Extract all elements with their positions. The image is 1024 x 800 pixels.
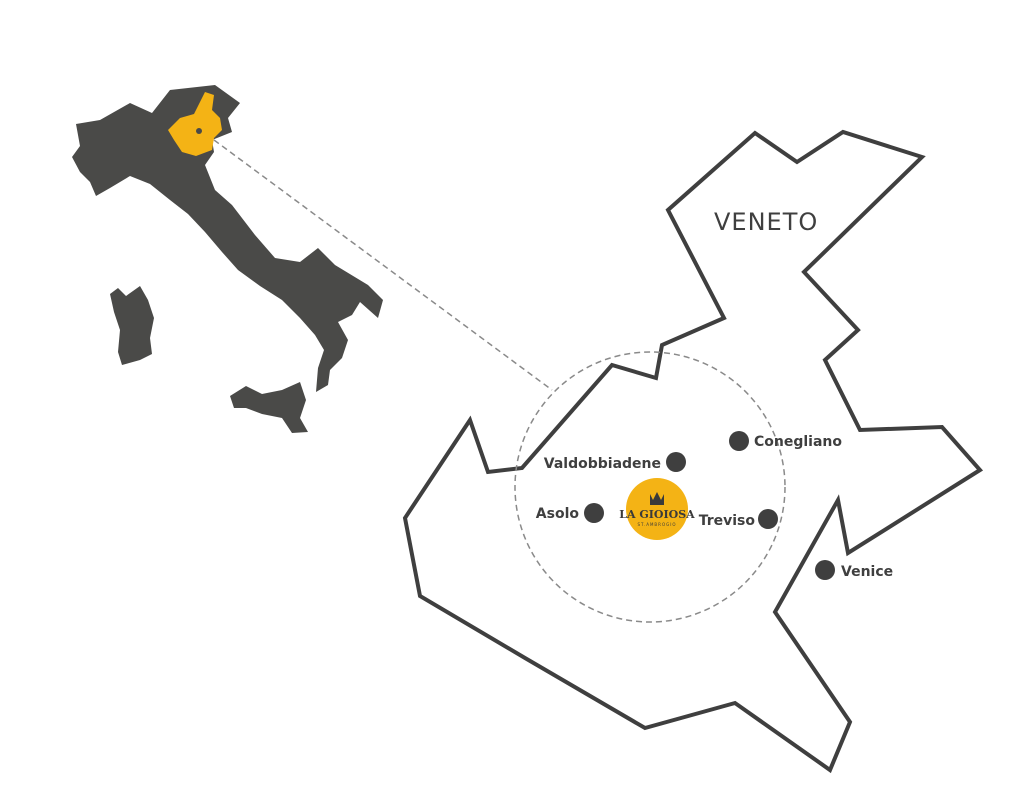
city-marker-venice: Venice: [815, 560, 893, 580]
veneto-outline: [402, 129, 984, 774]
city-label-venice: Venice: [841, 564, 893, 580]
logo-circle: [626, 478, 688, 540]
italy-map: [72, 85, 383, 433]
city-dot: [666, 452, 686, 472]
city-label-conegliano: Conegliano: [754, 434, 842, 450]
logo-emblem-icon: [650, 492, 664, 505]
logo-subtitle: ST.AMBROGIO: [637, 522, 676, 527]
veneto-highlight: [168, 92, 222, 156]
italy-mainland: [72, 85, 383, 392]
city-label-treviso: Treviso: [699, 513, 756, 529]
sicily: [230, 382, 308, 433]
winery-logo: LA GIOIOSA ST.AMBROGIO: [619, 478, 695, 540]
sardinia: [110, 286, 154, 365]
city-dot: [815, 560, 835, 580]
city-dot: [584, 503, 604, 523]
city-marker-valdobbiadene: Valdobbiadene: [544, 452, 686, 472]
city-marker-treviso: Treviso: [699, 509, 778, 529]
italy-veneto-dot: [196, 128, 202, 134]
logo-name: LA GIOIOSA: [619, 508, 695, 521]
city-marker-conegliano: Conegliano: [729, 431, 842, 451]
city-marker-asolo: Asolo: [536, 503, 604, 523]
zoom-connector-line: [213, 139, 553, 391]
city-label-asolo: Asolo: [536, 506, 580, 522]
region-label: VENETO: [714, 208, 818, 236]
city-label-valdobbiadene: Valdobbiadene: [544, 456, 661, 472]
city-dot: [729, 431, 749, 451]
city-dot: [758, 509, 778, 529]
zoom-circle: [514, 351, 786, 623]
